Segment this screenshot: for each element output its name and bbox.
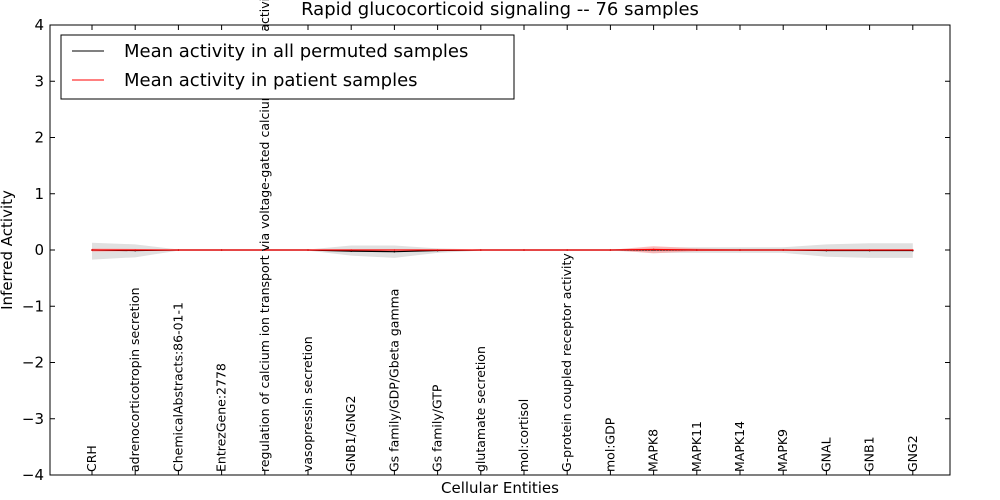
series-0-point — [350, 250, 353, 252]
y-tick-label: −4 — [22, 466, 44, 484]
entity-label: regulation of calcium ion transport via … — [257, 0, 272, 472]
series-1-point — [912, 249, 914, 251]
y-axis: −4 −3 −2 −1 0 1 2 3 4 — [22, 16, 950, 484]
entity-label: EntrezGene:2778 — [214, 363, 229, 472]
x-axis-title: Cellular Entities — [441, 479, 559, 497]
lines-layer — [91, 248, 914, 253]
legend: Mean activity in all permuted samples Me… — [60, 34, 515, 100]
entity-label: adrenocorticotropin secretion — [127, 287, 142, 472]
series-1-point — [696, 249, 698, 251]
series-1-point — [393, 249, 396, 251]
y-axis-title: Inferred Activity — [0, 190, 16, 310]
series-0-point — [393, 250, 396, 253]
entity-label: G-protein coupled receptor activity — [559, 253, 574, 472]
entity-label: CRH — [84, 445, 99, 472]
y-tick-label: 1 — [34, 185, 44, 203]
series-1-point — [825, 249, 828, 251]
legend-label-patient: Mean activity in patient samples — [124, 70, 418, 91]
entity-label: glutamate secretion — [473, 346, 488, 472]
y-tick-label: −1 — [22, 297, 44, 315]
series-band-0 — [92, 242, 913, 260]
y-tick-label: 2 — [34, 129, 44, 147]
entity-label: vasopressin secretion — [300, 336, 315, 472]
series-1-point — [264, 249, 266, 251]
series-1-point — [609, 249, 612, 251]
chart-title: Rapid glucocorticoid signaling -- 76 sam… — [301, 0, 699, 20]
entity-label: MAPK8 — [646, 429, 661, 472]
entity-label: GNB1 — [862, 436, 877, 472]
y-tick-label: 0 — [34, 241, 44, 259]
series-1-point — [480, 249, 482, 251]
x-axis — [91, 25, 914, 475]
entity-label: MAPK14 — [732, 421, 747, 472]
entity-label: GNG2 — [905, 435, 920, 472]
entity-label: GNB1/GNG2 — [343, 396, 358, 472]
entity-label: Gs family/GDP/Gbeta gamma — [386, 289, 401, 472]
series-1-point — [177, 249, 180, 251]
y-tick-label: 4 — [34, 16, 44, 34]
legend-box — [60, 34, 515, 100]
entity-labels: CRH adrenocorticotropin secretion Chemical… — [84, 0, 920, 472]
entity-label: mol:GDP — [602, 417, 617, 472]
y-tick-label: −3 — [22, 410, 44, 428]
entity-label: mol:cortisol — [516, 399, 531, 472]
legend-label-permuted: Mean activity in all permuted samples — [124, 41, 468, 62]
entity-label: Gs family/GTP — [430, 384, 445, 472]
entity-label: ChemicalAbstracts:86-01-1 — [170, 302, 185, 472]
y-tick-label: −2 — [22, 354, 44, 372]
entity-label: MAPK11 — [689, 421, 704, 472]
y-tick-label: 3 — [34, 72, 44, 90]
entity-label: GNAL — [818, 437, 833, 472]
entity-label: MAPK9 — [775, 429, 790, 472]
